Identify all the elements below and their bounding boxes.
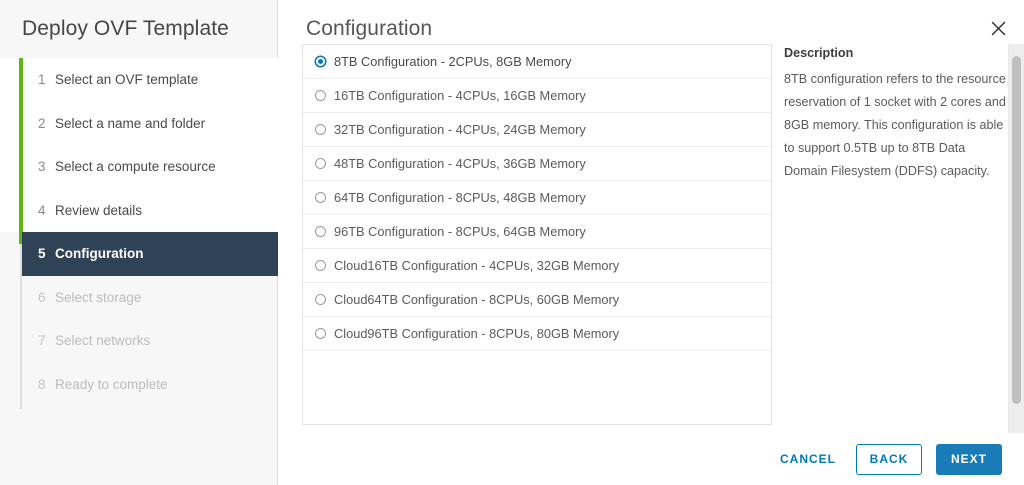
configuration-option-row[interactable]: 96TB Configuration - 8CPUs, 64GB Memory [303, 215, 771, 249]
configuration-option-label: 48TB Configuration - 4CPUs, 36GB Memory [334, 156, 586, 171]
sidebar-step-select-a-name-and-folder[interactable]: 2 Select a name and folder [0, 101, 278, 145]
sidebar-step-review-details[interactable]: 4 Review details [0, 188, 278, 232]
wizard-title: Deploy OVF Template [22, 17, 229, 40]
step-number: 1 [38, 72, 46, 88]
radio-button-icon[interactable] [315, 158, 326, 169]
radio-button-icon[interactable] [315, 226, 326, 237]
wizard-footer: CANCEL BACK NEXT [278, 433, 1024, 485]
configuration-option-list[interactable]: 8TB Configuration - 2CPUs, 8GB Memory 16… [302, 44, 772, 425]
configuration-option-label: 16TB Configuration - 4CPUs, 16GB Memory [334, 88, 586, 103]
sidebar-step-select-an-ovf-template[interactable]: 1 Select an OVF template [0, 58, 278, 102]
radio-button-icon[interactable] [315, 260, 326, 271]
step-label: Select a compute resource [55, 159, 216, 175]
step-number: 6 [38, 289, 46, 305]
configuration-option-label: 64TB Configuration - 8CPUs, 48GB Memory [334, 190, 586, 205]
configuration-option-label: Cloud64TB Configuration - 8CPUs, 60GB Me… [334, 292, 620, 307]
configuration-option-row[interactable]: 8TB Configuration - 2CPUs, 8GB Memory [303, 45, 771, 79]
sidebar-step-select-networks: 7 Select networks [0, 319, 278, 363]
sidebar-step-select-a-compute-resource[interactable]: 3 Select a compute resource [0, 145, 278, 189]
radio-button-icon[interactable] [315, 90, 326, 101]
wizard-main-panel: Configuration 8TB Configuration - 2CPUs,… [278, 0, 1024, 485]
scrollbar-thumb[interactable] [1012, 56, 1021, 404]
radio-button-icon[interactable] [315, 124, 326, 135]
wizard-step-list: 1 Select an OVF template 2 Select a name… [0, 58, 278, 409]
step-label: Select an OVF template [55, 72, 199, 88]
sidebar-step-ready-to-complete: 8 Ready to complete [0, 363, 278, 407]
sidebar-step-select-storage: 6 Select storage [0, 276, 278, 320]
close-icon[interactable] [986, 16, 1010, 40]
close-icon-glyph [991, 21, 1005, 35]
description-title: Description [784, 46, 854, 60]
step-label: Review details [55, 202, 143, 218]
configuration-option-label: Cloud96TB Configuration - 8CPUs, 80GB Me… [334, 326, 620, 341]
step-label: Select a name and folder [55, 115, 206, 131]
configuration-option-row[interactable]: Cloud96TB Configuration - 8CPUs, 80GB Me… [303, 317, 771, 351]
configuration-option-row[interactable]: 16TB Configuration - 4CPUs, 16GB Memory [303, 79, 771, 113]
configuration-option-label: 32TB Configuration - 4CPUs, 24GB Memory [334, 122, 586, 137]
wizard-sidebar: Deploy OVF Template 1 Select an OVF temp… [0, 0, 278, 485]
step-number: 8 [38, 376, 46, 392]
step-label: Ready to complete [55, 376, 168, 392]
configuration-option-row[interactable]: Cloud64TB Configuration - 8CPUs, 60GB Me… [303, 283, 771, 317]
cancel-button[interactable]: CANCEL [774, 444, 842, 475]
next-button[interactable]: NEXT [936, 443, 1002, 475]
page-title: Configuration [306, 17, 433, 40]
configuration-option-row[interactable]: 48TB Configuration - 4CPUs, 36GB Memory [303, 147, 771, 181]
configuration-option-row[interactable]: 64TB Configuration - 8CPUs, 48GB Memory [303, 181, 771, 215]
sidebar-step-configuration[interactable]: 5 Configuration [22, 232, 278, 276]
vertical-scrollbar[interactable] [1008, 44, 1024, 434]
description-panel: Description 8TB configuration refers to … [784, 46, 1006, 183]
back-button[interactable]: BACK [856, 443, 922, 475]
step-label: Select networks [55, 333, 151, 349]
configuration-option-label: Cloud16TB Configuration - 4CPUs, 32GB Me… [334, 258, 620, 273]
step-number: 5 [38, 246, 46, 262]
configuration-option-row[interactable]: 32TB Configuration - 4CPUs, 24GB Memory [303, 113, 771, 147]
step-label: Select storage [55, 289, 142, 305]
step-number: 7 [38, 333, 46, 349]
radio-button-icon[interactable] [315, 294, 326, 305]
progress-rail-completed [19, 58, 23, 244]
radio-button-icon[interactable] [315, 56, 326, 67]
step-label: Configuration [55, 246, 144, 262]
description-text: 8TB configuration refers to the resource… [784, 72, 1006, 178]
configuration-option-label: 96TB Configuration - 8CPUs, 64GB Memory [334, 224, 586, 239]
radio-button-icon[interactable] [315, 328, 326, 339]
progress-rail-upcoming [20, 244, 22, 409]
step-number: 4 [38, 202, 46, 218]
configuration-option-row[interactable]: Cloud16TB Configuration - 4CPUs, 32GB Me… [303, 249, 771, 283]
radio-button-icon[interactable] [315, 192, 326, 203]
configuration-body: 8TB Configuration - 2CPUs, 8GB Memory 16… [302, 44, 1006, 426]
step-number: 2 [38, 115, 46, 131]
step-number: 3 [38, 159, 46, 175]
configuration-option-label: 8TB Configuration - 2CPUs, 8GB Memory [334, 54, 572, 69]
